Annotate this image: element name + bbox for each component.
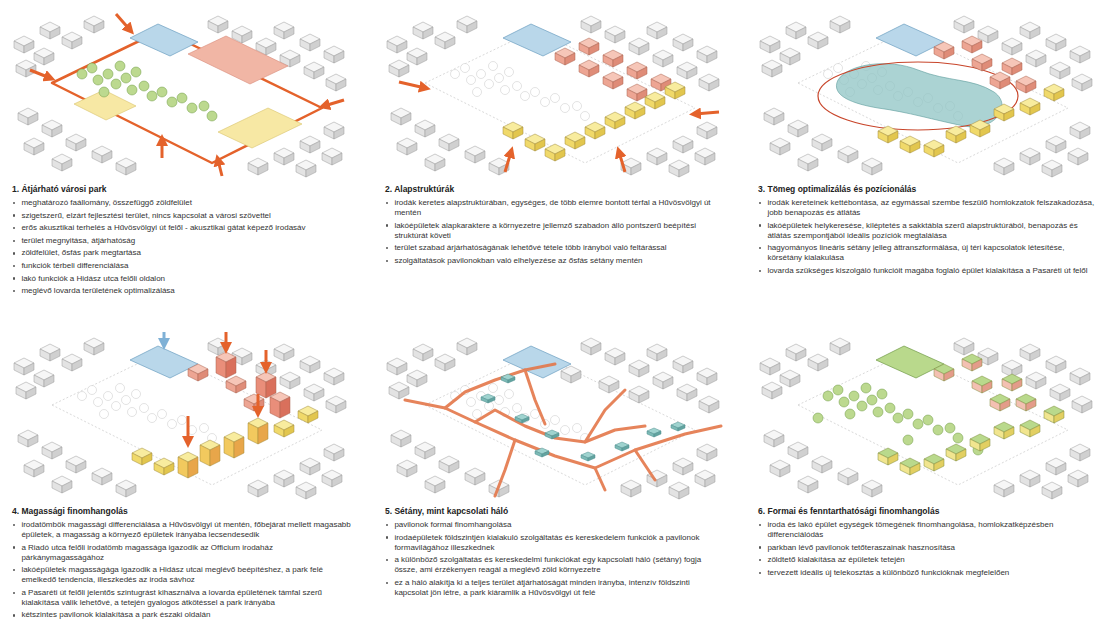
bullet-dot (13, 240, 15, 242)
bullet-row: funkciók térbeli differenciálása (12, 261, 352, 271)
panel-heading: 6. Formai és fenntarthatósági finomhango… (758, 506, 1098, 517)
bullet-dot (759, 202, 761, 204)
bullet-dot (759, 572, 761, 574)
bullet-text: szigetszerű, elzárt fejlesztési terület,… (21, 211, 270, 221)
panel-heading: 2. Alapstruktúrák (385, 184, 725, 195)
bullet-text: kétszintes pavilonok kialakítása a park … (21, 610, 210, 620)
panel-text: 6. Formai és fenntarthatósági finomhango… (758, 506, 1098, 580)
bullet-text: tervezett ideális új telekosztás a külön… (767, 568, 1009, 578)
panel-text: 3. Tömeg optimalizálás és pozícionálás ir… (758, 184, 1098, 278)
bullet-dot (13, 252, 15, 254)
bullet-text: lakóépületek alapkaraktere a környezetre… (394, 221, 725, 241)
bullet-dot (13, 614, 15, 616)
bullet-text: lakó funkciók a Hidász utca felőli oldal… (21, 274, 165, 284)
bullet-row: lakó funkciók a Hidász utca felőli oldal… (12, 274, 352, 284)
bullet-row: lovarda szükséges kiszolgáló funkcióit m… (758, 266, 1098, 276)
bullet-row: szigetszerű, elzárt fejlesztési terület,… (12, 211, 352, 221)
bullet-text: lovarda szükséges kiszolgáló funkcióit m… (767, 266, 1087, 276)
bullet-row: meglévő lovarda területének optimalizálá… (12, 286, 352, 296)
bullet-dot (386, 536, 388, 538)
bullet-dot (759, 270, 761, 272)
bullet-text: irodaépületek földszintjén kialakuló szo… (394, 533, 725, 553)
bullet-dot (13, 227, 15, 229)
bullet-row: lakóépületek magasságága igazodik a Hidá… (12, 565, 352, 585)
bullet-row: lakóépületek helykeresése, kiléptetés a … (758, 221, 1098, 241)
bullet-dot (759, 559, 761, 561)
bullet-text: zöldtető kialakítása az épületek tetején (767, 555, 904, 565)
panel-text: 2. Alapstruktúrák irodák keretes alapstru… (385, 184, 725, 268)
bullet-text: ez a háló alakítja ki a teljes terület á… (394, 578, 725, 598)
panel-heading: 1. Átjárható városi park (12, 184, 352, 195)
bullet-text: lakóépületek magasságága igazodik a Hidá… (21, 565, 352, 585)
bullet-dot (386, 247, 388, 249)
bullet-text: irodák kereteinek kettébontása, az egymá… (767, 198, 1098, 218)
bullet-dot (13, 202, 15, 204)
bullet-text: meglévő lovarda területének optimalizálá… (21, 286, 174, 296)
bullet-row: terület szabad árjárhatóságának lehetővé… (385, 243, 725, 253)
bullet-text: funkciók térbeli differenciálása (21, 261, 128, 271)
bullet-text: terület szabad árjárhatóságának lehetővé… (394, 243, 666, 253)
bullet-dot (386, 260, 388, 262)
bullet-text: erős akusztikai terhelés a Hűvösvölgyi ú… (21, 223, 305, 233)
bullet-row: kétszintes pavilonok kialakítása a park … (12, 610, 352, 620)
panel-text: 1. Átjárható városi park meghatározó faál… (12, 184, 352, 299)
bullet-row: hagyományos lineáris sétány jelleg áttra… (758, 243, 1098, 263)
bullet-text: szolgáltatások pavilonokban való elhelye… (394, 256, 642, 266)
bullet-dot (759, 247, 761, 249)
bullet-dot (13, 592, 15, 594)
bullet-row: irodák kereteinek kettébontása, az egymá… (758, 198, 1098, 218)
bullet-dot (386, 524, 388, 526)
panel-text: 5. Sétány, mint kapcsolati háló pavilonok… (385, 506, 725, 600)
bullet-dot (13, 277, 15, 279)
bullet-text: irodák keretes alapstruktúrában, egysége… (394, 198, 725, 218)
bullet-row: a Pasaréti út felőli jelentős szintugrás… (12, 588, 352, 608)
bullet-text: parkban lévő pavilonok tetőteraszainak h… (767, 543, 955, 553)
bullet-dot (13, 524, 15, 526)
bullet-row: a Riadó utca felőli irodatömb magassága … (12, 543, 352, 563)
bullet-text: pavilonok formai finomhangolása (394, 520, 511, 530)
bullet-text: meghatározó faállomány, összefüggő zöldf… (21, 198, 192, 208)
panel-heading: 4. Magassági finomhangolás (12, 506, 352, 517)
bullet-dot (386, 559, 388, 561)
bullet-row: a különböző szolgáltatás és kereskedelmi… (385, 555, 725, 575)
panel-heading: 3. Tömeg optimalizálás és pozícionálás (758, 184, 1098, 195)
bullet-text: zöldfelület, ősfás park megtartása (21, 248, 141, 258)
bullet-row: ez a háló alakítja ki a teljes terület á… (385, 578, 725, 598)
bullet-row: szolgáltatások pavilonokban való elhelye… (385, 256, 725, 266)
bullet-row: zöldtető kialakítása az épületek tetején (758, 555, 1098, 565)
bullet-row: terület megnyitása, átjárhatóság (12, 236, 352, 246)
bullet-dot (13, 546, 15, 548)
bullet-row: pavilonok formai finomhangolása (385, 520, 725, 530)
bullet-row: lakóépületek alapkaraktere a környezetre… (385, 221, 725, 241)
bullet-row: zöldfelület, ősfás park megtartása (12, 248, 352, 258)
bullet-dot (759, 224, 761, 226)
bullet-dot (13, 265, 15, 267)
bullet-dot (386, 224, 388, 226)
bullet-row: erős akusztikai terhelés a Hűvösvölgyi ú… (12, 223, 352, 233)
bullet-row: parkban lévő pavilonok tetőteraszainak h… (758, 543, 1098, 553)
bullet-dot (386, 202, 388, 204)
bullet-dot (759, 524, 761, 526)
bullet-row: meghatározó faállomány, összefüggő zöldf… (12, 198, 352, 208)
bullet-text: hagyományos lineáris sétány jelleg áttra… (767, 243, 1098, 263)
bullet-row: irodák keretes alapstruktúrában, egysége… (385, 198, 725, 218)
bullet-row: iroda és lakó épület egységek tömegének … (758, 520, 1098, 540)
bullet-row: tervezett ideális új telekosztás a külön… (758, 568, 1098, 578)
bullet-dot (386, 582, 388, 584)
bullet-text: irodatömbök magassági differenciálása a … (21, 520, 352, 540)
bullet-text: a Riadó utca felőli irodatömb magassága … (21, 543, 352, 563)
bullet-dot (13, 290, 15, 292)
bullet-text: iroda és lakó épület egységek tömegének … (767, 520, 1098, 540)
panel-heading: 5. Sétány, mint kapcsolati háló (385, 506, 725, 517)
bullet-row: irodatömbök magassági differenciálása a … (12, 520, 352, 540)
bullet-text: terület megnyitása, átjárhatóság (21, 236, 135, 246)
bullet-text: a Pasaréti út felőli jelentős szintugrás… (21, 588, 352, 608)
bullet-dot (13, 214, 15, 216)
bullet-text: a különböző szolgáltatás és kereskedelmi… (394, 555, 725, 575)
panel-text: 4. Magassági finomhangolás irodatömbök ma… (12, 506, 352, 623)
bullet-dot (759, 546, 761, 548)
bullet-row: irodaépületek földszintjén kialakuló szo… (385, 533, 725, 553)
bullet-text: lakóépületek helykeresése, kiléptetés a … (767, 221, 1098, 241)
bullet-dot (13, 569, 15, 571)
